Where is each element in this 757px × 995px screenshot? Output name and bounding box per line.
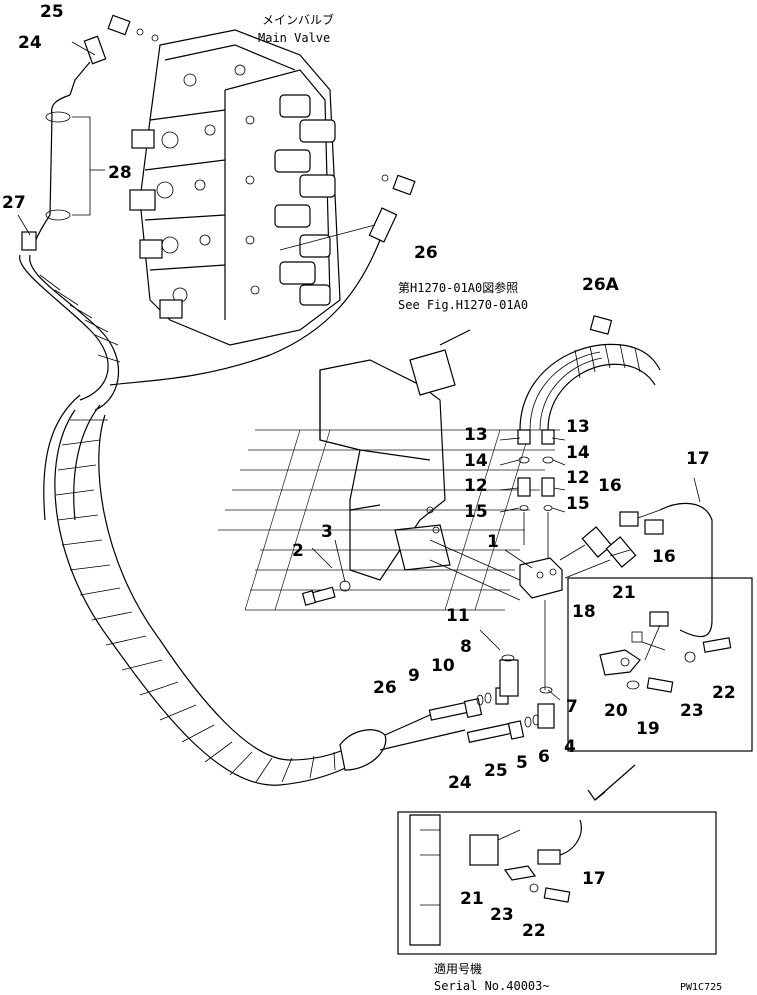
part-number: 20: [604, 701, 628, 721]
spiral-hose: [19, 254, 466, 786]
main-valve-jp-label: メインバルブ: [262, 12, 334, 27]
part-number: 23: [490, 905, 514, 925]
top-fittings: [69, 14, 416, 243]
part-number: 26A: [582, 275, 620, 295]
part-number: 8: [460, 637, 472, 657]
part-number: 6: [538, 747, 550, 767]
part-number: 13: [464, 425, 488, 445]
part-number: 1: [487, 532, 499, 552]
part-number: 4: [564, 737, 576, 757]
part-number: 25: [40, 2, 64, 22]
main-valve-en-label: Main Valve: [258, 31, 330, 45]
part-number: 12: [566, 468, 590, 488]
part-number: 16: [598, 476, 622, 496]
part-number: 17: [686, 449, 710, 469]
part-number: 2: [292, 541, 304, 561]
cable-17: [619, 502, 713, 638]
part-number: 21: [460, 889, 484, 909]
detail-arrow: [587, 764, 636, 801]
part-number: 16: [652, 547, 676, 567]
detail-box-lower: [397, 811, 717, 955]
part-number: 26: [373, 678, 397, 698]
part-number: 10: [431, 656, 455, 676]
part-number: 5: [516, 753, 528, 773]
background-logo: [218, 429, 560, 611]
part-number: 23: [680, 701, 704, 721]
hose-28: [17, 94, 381, 386]
part-number: 3: [321, 522, 333, 542]
see-fig-en-label: See Fig.H1270-01A0: [398, 298, 528, 312]
tube-26a: [517, 315, 661, 560]
part-number: 25: [484, 761, 508, 781]
part-number: 22: [712, 683, 736, 703]
serial-jp-label: 適用号機: [434, 961, 482, 976]
part-number: 21: [612, 583, 636, 603]
block-1: [429, 539, 563, 690]
leader-lines: [71, 41, 701, 701]
part-number: 28: [108, 163, 132, 183]
part-number: 22: [522, 921, 546, 941]
drawing-code: PW1C725: [680, 982, 722, 993]
part-number: 24: [448, 773, 472, 793]
part-number: 13: [566, 417, 590, 437]
main-valve-drawing: [129, 29, 341, 346]
bolts: [301, 580, 351, 606]
part-number: 17: [582, 869, 606, 889]
part-number: 26: [414, 243, 438, 263]
detail-box-right: [567, 577, 753, 752]
sensor-16: [559, 526, 637, 579]
part-number: 14: [566, 443, 590, 463]
part-number: 12: [464, 476, 488, 496]
serial-en-label: Serial No.40003~: [434, 979, 550, 993]
part-number: 15: [464, 502, 488, 522]
part-number: 19: [636, 719, 660, 739]
part-number: 14: [464, 451, 488, 471]
part-number: 7: [566, 697, 578, 717]
part-number: 18: [572, 602, 596, 622]
part-number: 11: [446, 606, 470, 626]
part-number: 27: [2, 193, 26, 213]
part-number: 9: [408, 666, 420, 686]
bracket-plate: [319, 329, 471, 581]
see-fig-jp-label: 第H1270-01A0図参照: [398, 280, 518, 295]
lower-fittings: [428, 654, 555, 743]
part-number: 15: [566, 494, 590, 514]
part-number-labels: 25 24 28 27 26 26A 13 13 14 14 12 12 15 …: [2, 2, 736, 941]
part-number: 24: [18, 33, 42, 53]
